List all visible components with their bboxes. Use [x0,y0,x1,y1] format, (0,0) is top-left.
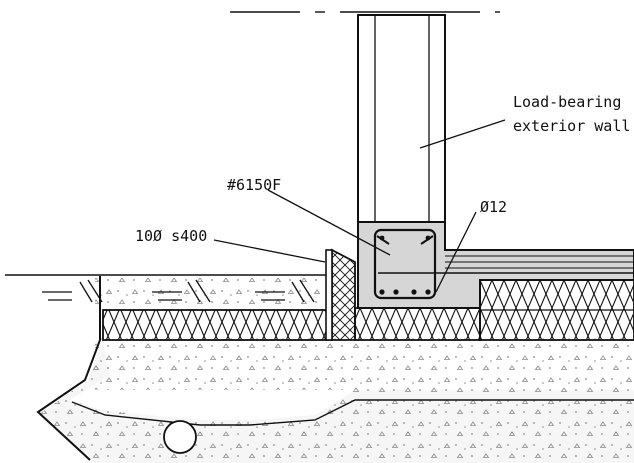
gravel-layer-upper [95,338,634,390]
mesh-label: #6150F [227,176,281,194]
base-outline [36,276,101,461]
rebar-dots [379,235,431,295]
insulation-left [102,309,331,341]
leader-lines [213,119,506,293]
base-outline-inner [71,399,634,426]
stirrup [373,228,437,300]
drain-pipe-icon [163,420,197,454]
earth-hatch-icon [42,279,315,303]
stirrup-spacing-label: 10Ø s400 [135,227,207,245]
insulation-under-footing [354,307,481,341]
wall-label-line1: Load-bearing [513,93,621,111]
gravel-left-upper [95,278,330,310]
edge-board [325,249,333,341]
wall-label-line2: exterior wall [513,117,630,135]
edge-insulation [331,248,356,341]
load-bearing-wall [357,14,446,223]
rebar-label: Ø12 [480,198,507,216]
concrete-footing [357,221,634,309]
